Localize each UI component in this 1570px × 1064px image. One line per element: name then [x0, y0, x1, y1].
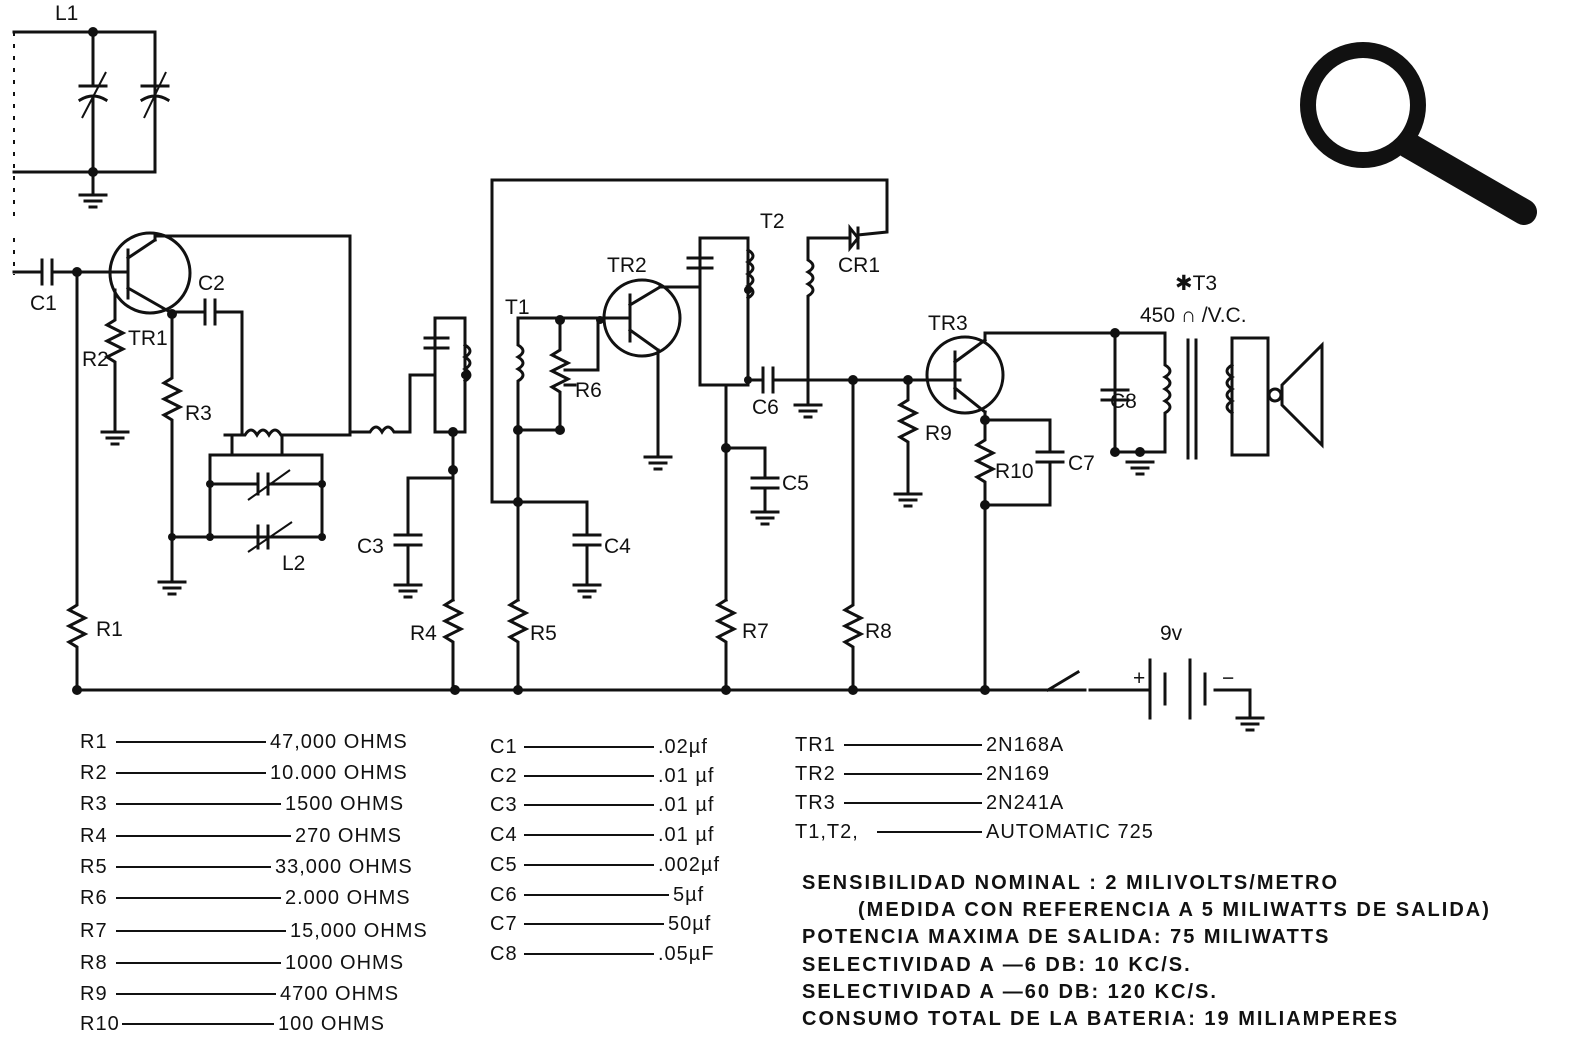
label-plus: + [1133, 667, 1145, 690]
label-c7: C7 [1068, 452, 1095, 475]
label-r10: R10 [995, 460, 1034, 483]
if-transformer-t1 [490, 315, 604, 695]
label-battery: 9v [1160, 622, 1183, 645]
label-c8: C8 [1110, 390, 1137, 413]
battery-9v [983, 658, 1265, 732]
spec-line: (MEDIDA CON REFERENCIA A 5 MILIWATTS DE … [858, 899, 1491, 921]
label-r9: R9 [925, 422, 952, 445]
spec-line: CONSUMO TOTAL DE LA BATERIA: 19 MILIAMPE… [802, 1008, 1400, 1030]
resistor-r2 [100, 288, 130, 446]
label-t3: ✱T3 [1175, 272, 1217, 295]
label-tr3: TR3 [928, 312, 968, 335]
label-r1: R1 [96, 618, 123, 641]
resistor-r8-r9 [841, 375, 923, 695]
label-c5: C5 [782, 472, 809, 495]
label-l1: L1 [55, 2, 78, 25]
label-c2: C2 [198, 272, 225, 295]
if-transformer-t2 [686, 223, 962, 695]
transistor-tr3 [925, 331, 1117, 695]
label-r5: R5 [530, 622, 557, 645]
label-r3: R3 [185, 402, 212, 425]
output-transformer-t3 [1100, 328, 1324, 476]
oscillator-coil-l2 [168, 428, 352, 553]
list-item: T1,T2,AUTOMATIC 725 [795, 820, 1154, 843]
capacitor-c1 [12, 258, 117, 286]
label-c6: C6 [752, 396, 779, 419]
list-item: C1.02µf [490, 735, 708, 758]
label-cr1: CR1 [838, 254, 880, 277]
label-l2: L2 [282, 552, 305, 575]
list-item: C3.01 µf [490, 793, 715, 816]
label-t2: T2 [760, 210, 785, 233]
antenna-coil-l1 [12, 27, 171, 275]
label-c1: C1 [30, 292, 57, 315]
label-t1: T1 [505, 296, 530, 319]
agc-line [490, 178, 889, 502]
label-r4: R4 [410, 622, 437, 645]
list-item: C4.01 µf [490, 823, 715, 846]
list-item: C5.002µf [490, 853, 721, 876]
label-t3-spec: 450 ∩ /V.C. [1140, 304, 1247, 327]
label-r6: R6 [575, 379, 602, 402]
if-transformer-1 [348, 316, 472, 695]
resistor-r3 [157, 312, 187, 596]
spec-line: SENSIBILIDAD NOMINAL : 2 MILIVOLTS/METRO [802, 872, 1340, 894]
label-c4: C4 [604, 535, 631, 558]
label-minus: − [1222, 667, 1234, 690]
list-item: C2.01 µf [490, 764, 715, 787]
transistor-tr1 [108, 231, 352, 434]
spec-line: POTENCIA MAXIMA DE SALIDA: 75 MILIWATTS [802, 926, 1331, 948]
label-r8: R8 [865, 620, 892, 643]
label-tr2: TR2 [607, 254, 647, 277]
magnifier-icon[interactable] [1298, 40, 1538, 230]
spec-line: SELECTIVIDAD A —60 DB: 120 KC/S. [802, 981, 1218, 1003]
resistor-r1 [65, 270, 1087, 695]
label-c3: C3 [357, 535, 384, 558]
list-item: C8.05µF [490, 942, 715, 965]
transistor-tr2 [598, 278, 702, 471]
label-r2: R2 [82, 348, 109, 371]
spec-line: SELECTIVIDAD A —6 DB: 10 KC/S. [802, 954, 1192, 976]
label-r7: R7 [742, 620, 769, 643]
capacitor-c2 [167, 298, 244, 437]
label-tr1: TR1 [128, 327, 168, 350]
